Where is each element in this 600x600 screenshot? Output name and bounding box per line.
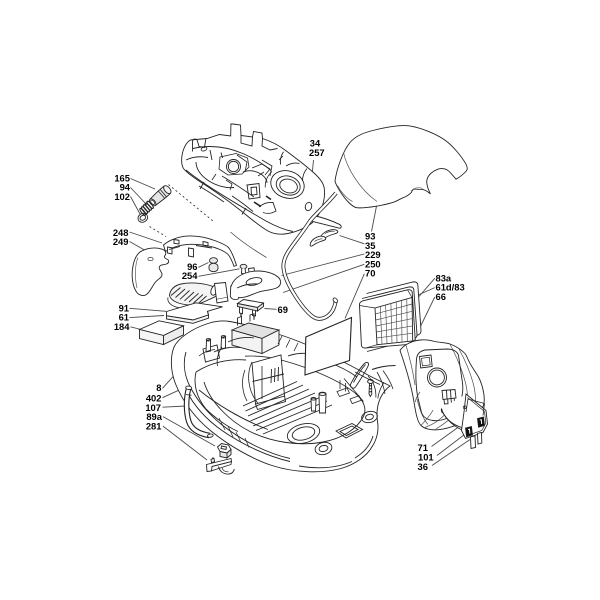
svg-text:281: 281 (146, 421, 162, 432)
svg-text:248: 248 (113, 227, 129, 238)
svg-text:102: 102 (114, 191, 130, 202)
svg-text:257: 257 (309, 147, 325, 158)
svg-text:34: 34 (310, 138, 321, 149)
svg-text:66: 66 (436, 291, 446, 302)
svg-text:165: 165 (114, 173, 130, 184)
svg-text:402: 402 (146, 392, 162, 403)
svg-text:93: 93 (365, 231, 375, 242)
svg-text:36: 36 (418, 461, 428, 472)
svg-text:69: 69 (278, 304, 288, 315)
svg-text:35: 35 (365, 240, 375, 251)
svg-text:83a: 83a (436, 272, 452, 283)
svg-text:184: 184 (114, 321, 130, 332)
svg-text:96: 96 (187, 261, 197, 272)
svg-text:94: 94 (120, 181, 131, 192)
svg-text:89a: 89a (146, 411, 162, 422)
svg-text:8: 8 (156, 382, 161, 393)
svg-text:249: 249 (113, 236, 129, 247)
svg-text:107: 107 (145, 402, 161, 413)
svg-text:61: 61 (119, 312, 129, 323)
svg-text:61d/83: 61d/83 (436, 282, 465, 293)
svg-text:70: 70 (365, 268, 375, 279)
svg-text:254: 254 (182, 270, 198, 281)
svg-text:91: 91 (119, 302, 129, 313)
svg-text:101: 101 (418, 452, 434, 463)
svg-text:229: 229 (365, 249, 381, 260)
svg-text:71: 71 (418, 442, 428, 453)
svg-text:250: 250 (365, 258, 381, 269)
